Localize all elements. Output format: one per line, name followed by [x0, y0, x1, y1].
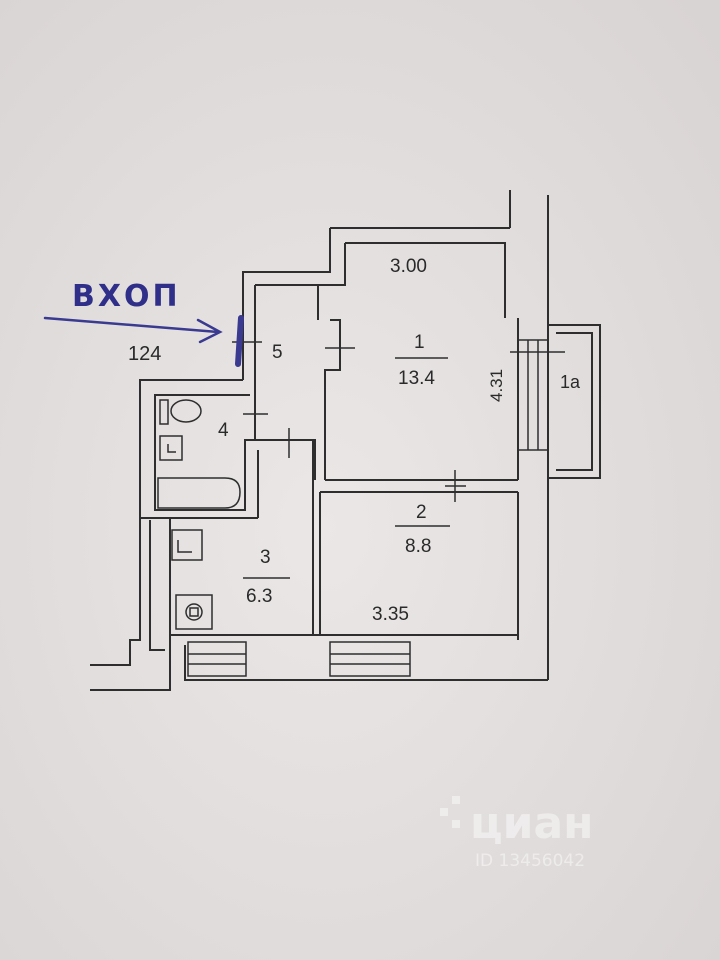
dim-side-room-1: 4.31 — [487, 369, 506, 402]
sink-icon — [159, 435, 183, 461]
room-1-area: 13.4 — [398, 368, 435, 389]
toilet-icon — [159, 399, 202, 425]
kitchen-sink-icon — [171, 529, 203, 561]
cian-watermark: циан ID 13456042 — [440, 796, 594, 871]
apartment-number: 124 — [128, 343, 161, 365]
entrance-arrow-icon — [43, 315, 244, 367]
room-4-number: 4 — [218, 420, 229, 441]
window-room-2 — [329, 641, 411, 677]
bathtub-icon — [157, 477, 241, 509]
room-3-number: 3 — [260, 547, 271, 568]
room-3-area: 6.3 — [246, 586, 272, 607]
room-5-number: 5 — [272, 342, 283, 363]
window-kitchen — [187, 641, 247, 677]
watermark-brand: циан — [470, 798, 594, 849]
dim-bottom-room-2: 3.35 — [372, 604, 409, 625]
cian-logo-icon — [440, 796, 460, 828]
watermark-id: ID 13456042 — [475, 851, 585, 871]
dim-top-room-1: 3.00 — [390, 256, 427, 277]
window-room-1 — [510, 339, 565, 451]
room-1-number: 1 — [414, 332, 425, 353]
room-2-number: 2 — [416, 502, 427, 523]
room-1a-number: 1a — [560, 372, 581, 392]
stove-icon — [175, 594, 213, 630]
area-lines — [243, 357, 450, 579]
room-2-area: 8.8 — [405, 536, 431, 557]
entrance-label: ВХОП — [72, 279, 181, 314]
walls — [90, 190, 601, 691]
